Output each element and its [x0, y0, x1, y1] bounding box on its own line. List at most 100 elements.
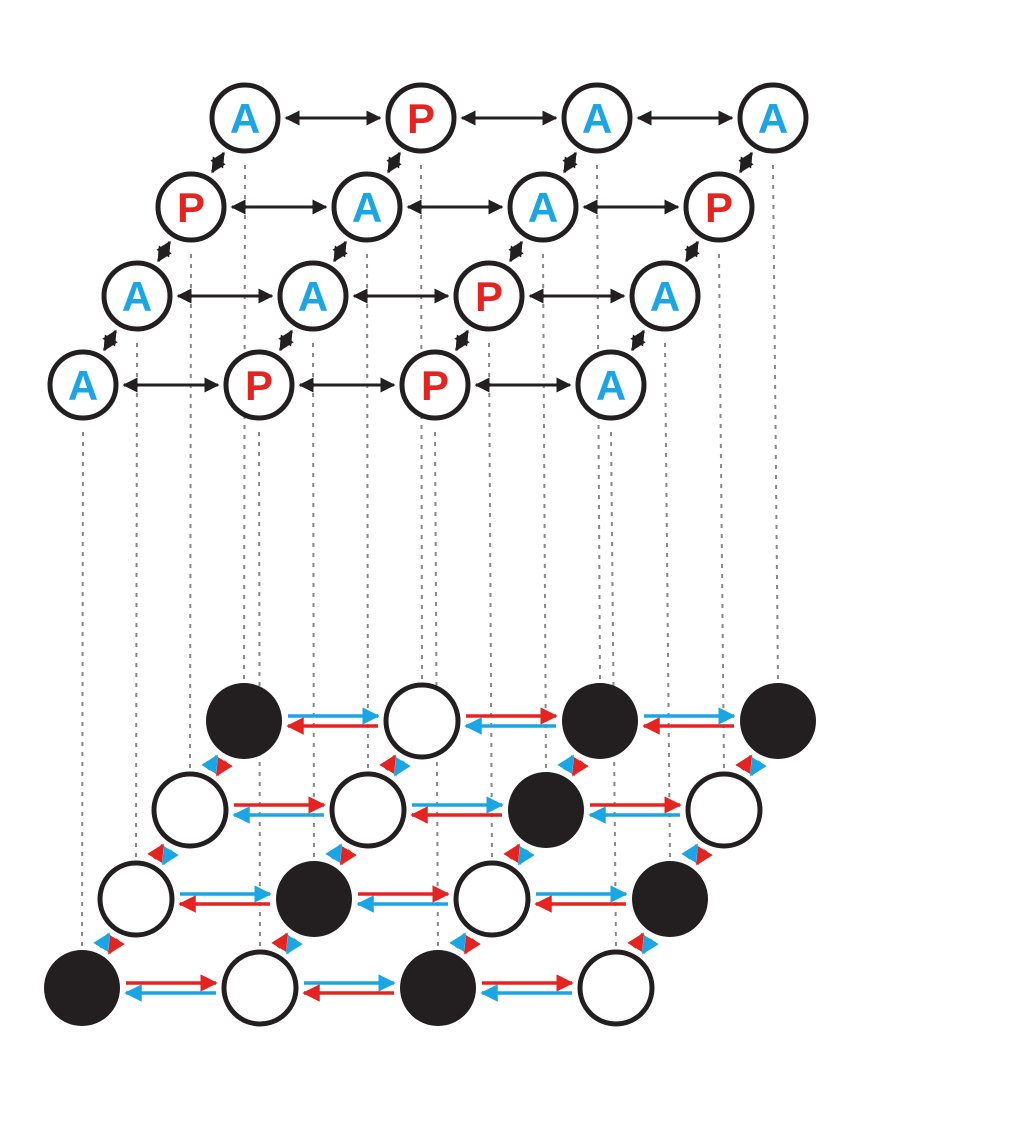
filled-node: [400, 950, 476, 1026]
filled-node: [508, 772, 584, 848]
open-node: [453, 860, 531, 938]
blue-arrow: [325, 843, 343, 864]
bidirectional-arrow: [278, 329, 294, 352]
node-label: A: [68, 362, 98, 409]
filled-node: [276, 861, 352, 937]
open-node: [577, 949, 655, 1027]
node-label: A: [596, 362, 626, 409]
bidirectional-arrow: [386, 151, 402, 174]
node-circle: [47, 349, 119, 421]
node-label: A: [650, 273, 680, 320]
top-node-P: P: [453, 260, 525, 332]
top-node-P: P: [155, 171, 227, 243]
open-node: [685, 771, 763, 849]
filled-node: [632, 861, 708, 937]
red-arrow: [271, 932, 289, 953]
top-lattice-edges: [102, 110, 754, 393]
red-arrow: [147, 843, 165, 864]
red-arrow: [107, 934, 125, 955]
node-circle: [209, 82, 281, 154]
blue-arrow: [161, 845, 179, 866]
node-circle: [399, 349, 471, 421]
guide-line: [610, 431, 617, 951]
node-circle: [453, 260, 525, 332]
guide-line: [542, 253, 547, 773]
bidirectional-arrow: [210, 151, 226, 174]
bidirectional-arrow: [562, 151, 578, 174]
guide-line: [434, 431, 439, 951]
filled-node: [206, 683, 282, 759]
filled-node: [562, 683, 638, 759]
node-circle: [507, 171, 579, 243]
red-arrow: [503, 843, 521, 864]
node-circle: [629, 260, 701, 332]
node-circle: [683, 171, 755, 243]
top-node-P: P: [399, 349, 471, 421]
open-node: [383, 682, 461, 760]
top-node-P: P: [385, 82, 457, 154]
blue-arrow: [641, 934, 659, 955]
node-circle: [385, 82, 457, 154]
red-arrow: [571, 756, 589, 777]
open-node: [221, 949, 299, 1027]
guide-lines-group: [81, 164, 779, 951]
guide-line: [81, 431, 84, 951]
node-circle: [101, 260, 173, 332]
node-label: A: [298, 273, 328, 320]
open-node: [329, 771, 407, 849]
node-label: A: [528, 184, 558, 231]
blue-arrow: [517, 845, 535, 866]
node-label: P: [475, 273, 503, 320]
bidirectional-arrow: [684, 240, 700, 263]
top-node-A: A: [331, 171, 403, 243]
top-node-P: P: [683, 171, 755, 243]
red-arrow: [463, 934, 481, 955]
red-arrow: [339, 845, 357, 866]
guide-line: [312, 342, 315, 862]
bidirectional-arrow: [332, 240, 348, 263]
node-circle: [223, 349, 295, 421]
blue-arrow: [557, 754, 575, 775]
node-label: P: [421, 362, 449, 409]
node-circle: [737, 82, 809, 154]
filled-node: [740, 683, 816, 759]
node-label: A: [122, 273, 152, 320]
top-node-A: A: [629, 260, 701, 332]
guide-line: [718, 253, 725, 773]
bottom-lattice-edges: [93, 707, 767, 1002]
bidirectional-arrow: [102, 329, 118, 352]
top-node-A: A: [47, 349, 119, 421]
node-label: A: [582, 95, 612, 142]
top-node-A: A: [561, 82, 633, 154]
guide-line: [135, 342, 138, 862]
blue-arrow: [201, 754, 219, 775]
guide-line: [488, 342, 493, 862]
open-node: [97, 860, 175, 938]
blue-arrow: [449, 932, 467, 953]
node-label: P: [705, 184, 733, 231]
red-arrow: [735, 754, 753, 775]
node-circle: [277, 260, 349, 332]
red-arrow: [695, 845, 713, 866]
red-arrow: [379, 754, 397, 775]
node-circle: [561, 82, 633, 154]
guide-line: [366, 253, 369, 773]
top-node-P: P: [223, 349, 295, 421]
red-arrow: [627, 932, 645, 953]
blue-arrow: [93, 932, 111, 953]
guide-line: [420, 164, 423, 684]
top-node-A: A: [209, 82, 281, 154]
node-circle: [331, 171, 403, 243]
top-node-A: A: [507, 171, 579, 243]
node-label: A: [758, 95, 788, 142]
node-label: P: [245, 362, 273, 409]
top-node-A: A: [101, 260, 173, 332]
open-node: [151, 771, 229, 849]
bidirectional-arrow: [738, 151, 754, 174]
node-label: A: [352, 184, 382, 231]
bidirectional-arrow: [508, 240, 524, 263]
node-label: A: [230, 95, 260, 142]
node-label: P: [177, 184, 205, 231]
